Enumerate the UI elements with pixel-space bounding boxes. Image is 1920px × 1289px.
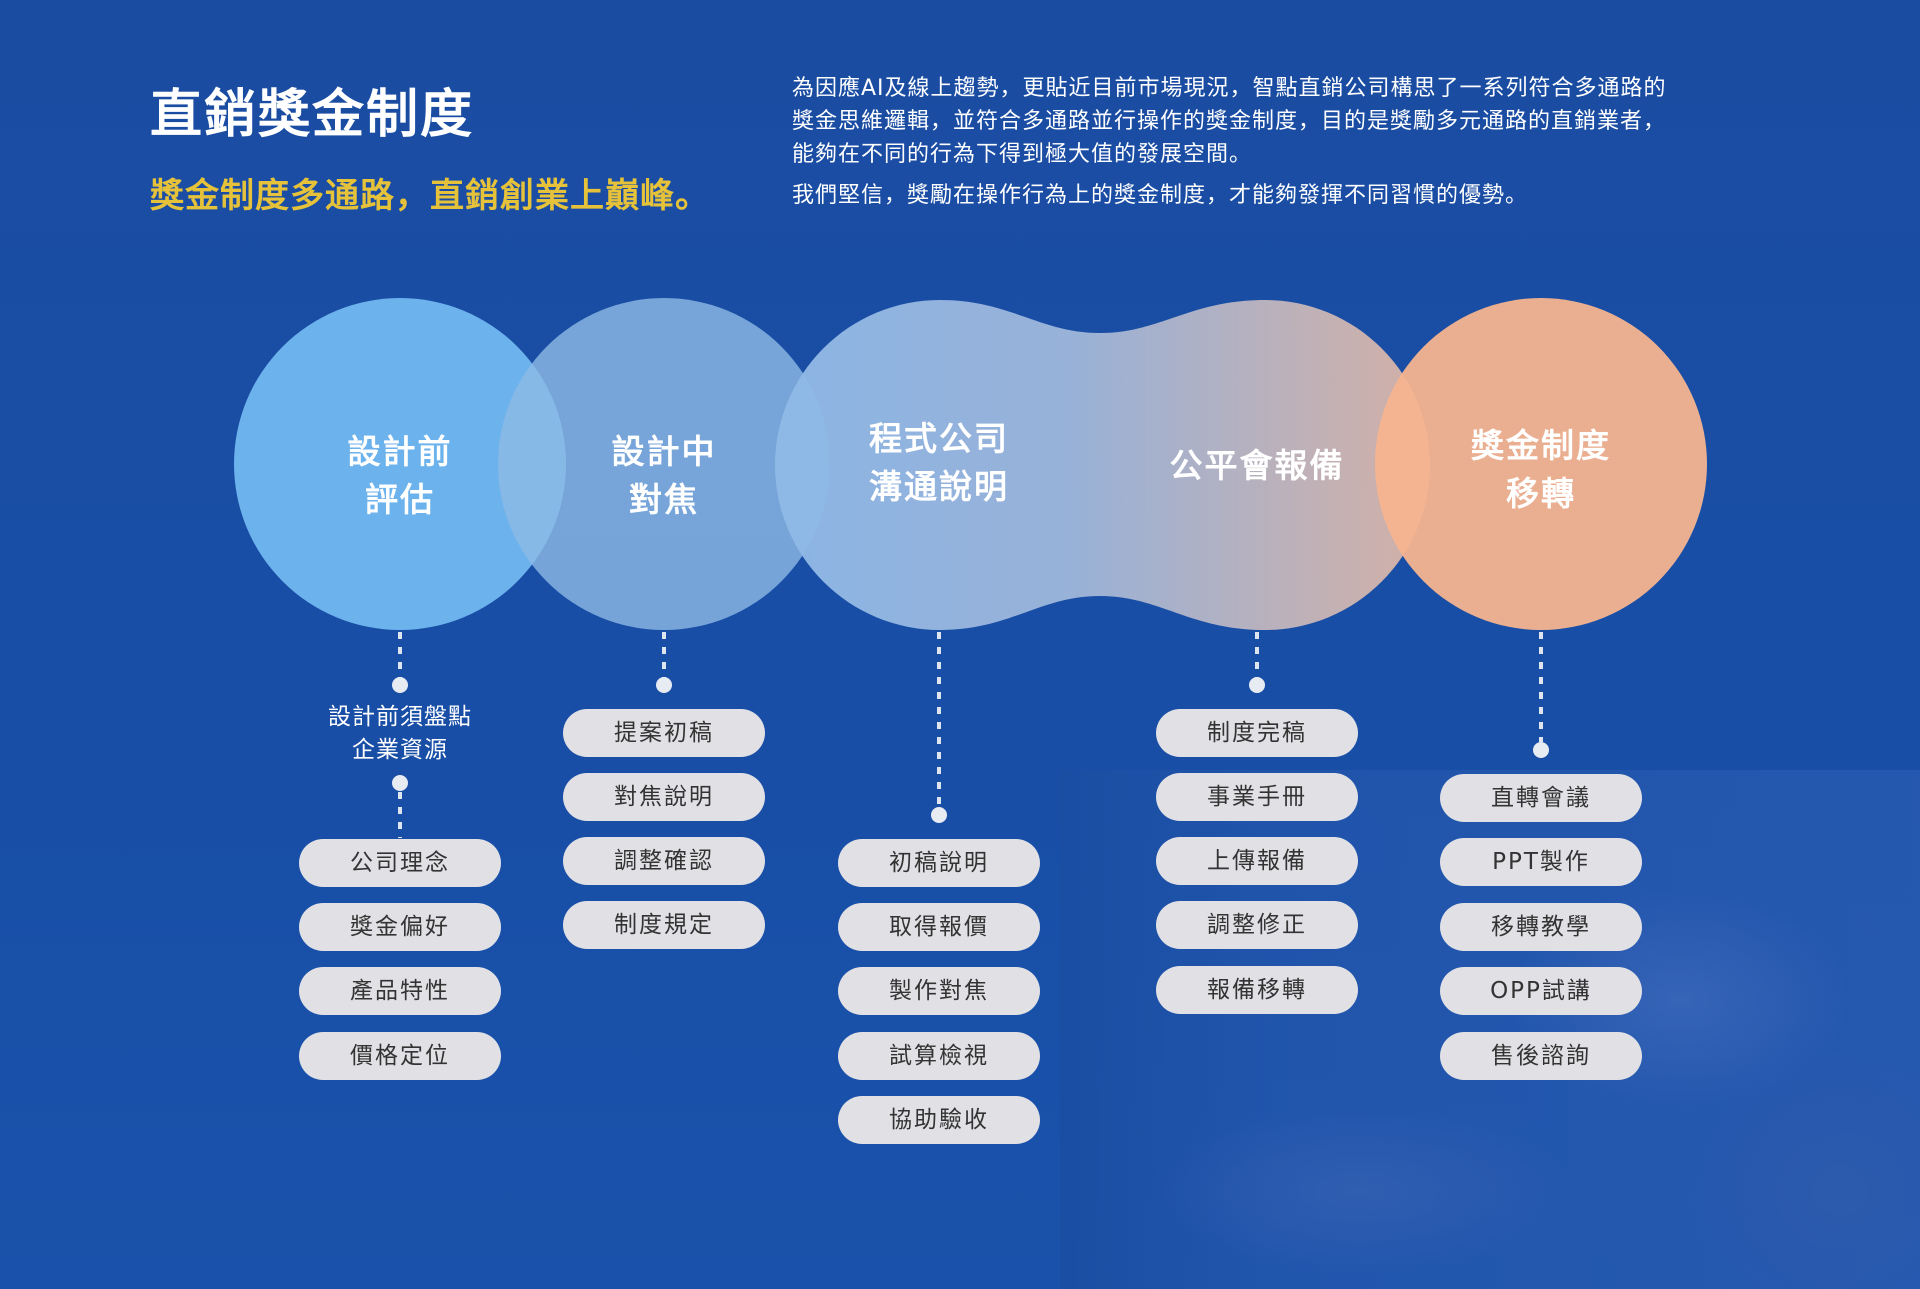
stage-note-line: 設計前須盤點 — [328, 704, 472, 730]
stage-4-item: 調整修正 — [1156, 901, 1358, 949]
stage-title-line: 移轉 — [1506, 474, 1576, 513]
belief-statement: 我們堅信，獎勵在操作行為上的獎金制度，才能夠發揮不同習慣的優勢。 — [792, 183, 1529, 208]
stage-1-dot — [392, 677, 408, 693]
stage-3-title: 程式公司 溝通說明 — [789, 415, 1089, 511]
stage-3-item: 初稿說明 — [838, 839, 1040, 887]
stage-1-title: 設計前 評估 — [250, 428, 550, 524]
stage-title-line: 獎金制度 — [1471, 426, 1611, 465]
stage-4-item: 上傳報備 — [1156, 837, 1358, 885]
stage-4-item: 事業手冊 — [1156, 773, 1358, 821]
intro-line: 為因應AI及線上趨勢，更貼近目前市場現況，智點直銷公司構思了一系列符合多通路的 — [792, 76, 1667, 101]
stage-note-line: 企業資源 — [352, 737, 448, 763]
stage-3-item: 試算檢視 — [838, 1032, 1040, 1080]
connector-dots — [392, 677, 1549, 823]
stage-4-title: 公平會報備 — [1107, 442, 1407, 490]
stage-title-line: 設計前 — [347, 432, 453, 471]
intro-line: 能夠在不同的行為下得到極大值的發展空間。 — [792, 142, 1253, 167]
stage-3-item: 取得報價 — [838, 903, 1040, 951]
stage-4-item: 報備移轉 — [1156, 966, 1358, 1014]
page-subtitle: 獎金制度多通路，直銷創業上巔峰。 — [150, 176, 710, 216]
stage-2-circle — [498, 298, 830, 630]
stage-2-title: 設計中 對焦 — [514, 428, 814, 524]
stage-5-item: 售後諮詢 — [1440, 1032, 1642, 1080]
stage-2-item: 調整確認 — [563, 837, 765, 885]
stage-1-circle — [234, 298, 566, 630]
stage-5-title: 獎金制度 移轉 — [1391, 422, 1691, 518]
stage-4-dot — [1249, 677, 1265, 693]
stage-title-line: 設計中 — [611, 432, 717, 471]
stage-3-item: 製作對焦 — [838, 967, 1040, 1015]
stage-title-line: 程式公司 — [869, 419, 1009, 458]
page-title: 直銷獎金制度 — [150, 85, 475, 145]
connectors — [398, 632, 1543, 838]
stage-title-line: 公平會報備 — [1169, 446, 1345, 485]
stage-5-circle — [1375, 298, 1707, 630]
stage-title-line: 評估 — [365, 480, 435, 519]
stage-5-item: PPT製作 — [1440, 838, 1642, 886]
intro-paragraph: 為因應AI及線上趨勢，更貼近目前市場現況，智點直銷公司構思了一系列符合多通路的 … — [792, 72, 1792, 171]
stage-3-4-blob — [775, 300, 1430, 630]
stage-1-item: 產品特性 — [299, 967, 501, 1015]
stage-3-dot — [931, 807, 947, 823]
stage-2-dot — [656, 677, 672, 693]
stage-5-item: 直轉會議 — [1440, 774, 1642, 822]
stage-1-note: 設計前須盤點 企業資源 — [250, 701, 550, 767]
stage-5-item: OPP試講 — [1440, 967, 1642, 1015]
stage-1-note-dot — [392, 775, 408, 791]
intro-line: 獎金思維邏輯，並符合多通路並行操作的獎金制度，目的是獎勵多元通路的直銷業者， — [792, 109, 1667, 134]
stage-title-line: 溝通說明 — [869, 467, 1009, 506]
stage-2-item: 提案初稿 — [563, 709, 765, 757]
stage-5-dot — [1533, 742, 1549, 758]
stage-title-line: 對焦 — [629, 480, 699, 519]
stage-1-item: 價格定位 — [299, 1032, 501, 1080]
stage-4-item: 制度完稿 — [1156, 709, 1358, 757]
stage-1-item: 獎金偏好 — [299, 903, 501, 951]
stage-2-item: 對焦說明 — [563, 773, 765, 821]
intro-text: 為因應AI及線上趨勢，更貼近目前市場現況，智點直銷公司構思了一系列符合多通路的 … — [792, 72, 1792, 212]
stage-1-item: 公司理念 — [299, 839, 501, 887]
stage-3-item: 協助驗收 — [838, 1096, 1040, 1144]
stage-2-item: 制度規定 — [563, 901, 765, 949]
stage-5-item: 移轉教學 — [1440, 903, 1642, 951]
